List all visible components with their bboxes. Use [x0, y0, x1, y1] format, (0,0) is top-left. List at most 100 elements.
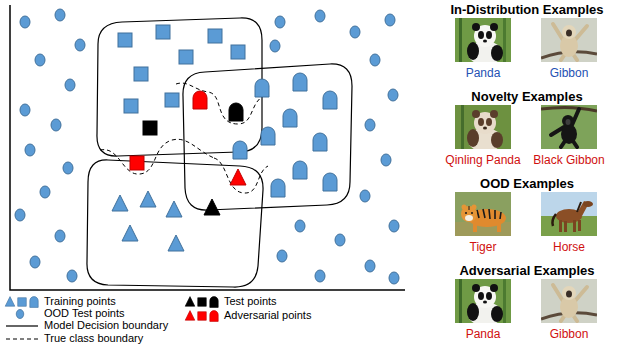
ood-point [75, 39, 85, 51]
ood-point [370, 54, 380, 66]
training-point [179, 50, 193, 64]
ood-point [315, 270, 325, 282]
test-points [143, 103, 243, 215]
training-point [208, 29, 222, 43]
legend-sample [198, 312, 206, 320]
ood-point [15, 209, 25, 221]
ood-point [55, 9, 65, 21]
ood-point [295, 220, 305, 232]
ood-point [67, 270, 77, 282]
ood-point [277, 250, 287, 262]
training-point [122, 225, 138, 241]
ood-point [270, 40, 280, 52]
section-heading: Novelty Examples [471, 89, 582, 104]
adversarial-point [230, 169, 246, 185]
training-point [124, 99, 138, 113]
legend-sample [185, 311, 195, 321]
true-boundary [176, 83, 264, 124]
legend-sample [16, 310, 24, 319]
ood-point [20, 104, 30, 116]
true-boundary [214, 158, 268, 193]
training-point [323, 91, 337, 109]
legend-text: True class boundary [44, 332, 143, 345]
legend-text: Training points [44, 295, 116, 308]
legend-sample [185, 297, 195, 307]
training-point [168, 235, 184, 251]
legend-text: Model Decision boundary [44, 319, 168, 332]
example-images [455, 18, 597, 326]
image-caption: Tiger [470, 240, 497, 255]
training-point [166, 201, 182, 217]
test-point [143, 121, 157, 135]
image-caption: Panda [466, 327, 501, 342]
section-heading: Adversarial Examples [459, 263, 594, 278]
ood-point [360, 190, 370, 202]
training-point [323, 173, 337, 191]
test-point [229, 103, 243, 121]
decision-boundary [87, 160, 263, 287]
tiger-image [455, 192, 511, 236]
gibbon-image [541, 279, 597, 323]
ood-point [20, 16, 30, 28]
training-point [255, 79, 269, 97]
ood-point [25, 144, 35, 156]
training-point [231, 45, 245, 59]
gibbon-image [541, 18, 597, 62]
image-caption: Qinling Panda [445, 153, 520, 168]
panda-image [455, 18, 511, 65]
image-caption: Panda [466, 66, 501, 81]
decision-boundary [183, 64, 352, 210]
ood-point [365, 260, 375, 272]
legend-sample [198, 298, 206, 306]
ood-points [15, 9, 399, 284]
ood-point [63, 162, 73, 174]
adversarial-points [130, 91, 246, 185]
horse-image [541, 192, 597, 236]
training-point [165, 93, 179, 107]
image-caption: Gibbon [550, 327, 589, 342]
ood-point [350, 26, 360, 38]
legend-sample [5, 297, 15, 307]
legend-sample [18, 298, 26, 306]
training-point [112, 195, 128, 211]
training-points [112, 25, 337, 251]
ood-point [315, 10, 325, 22]
legend-text: OOD Test points [44, 307, 125, 320]
training-point [134, 67, 148, 81]
test-point [204, 199, 220, 215]
legend-sample [210, 297, 218, 308]
section-heading: In-Distribution Examples [450, 2, 603, 17]
ood-point [335, 234, 345, 246]
section-heading: OOD Examples [480, 176, 574, 191]
adversarial-point [193, 91, 207, 109]
black-gibbon-image [541, 105, 597, 149]
training-point [118, 33, 132, 47]
decision-boundaries [87, 18, 352, 287]
image-caption: Black Gibbon [533, 153, 604, 168]
legend-text: Test points [224, 295, 277, 308]
axes [10, 5, 405, 290]
ood-point [30, 256, 40, 268]
ood-point [35, 54, 45, 66]
ood-point [385, 14, 395, 26]
training-point [261, 127, 275, 145]
image-caption: Horse [553, 240, 585, 255]
ood-point [40, 186, 50, 198]
training-point [283, 109, 297, 127]
panda-image [455, 279, 511, 326]
image-caption: Gibbon [550, 66, 589, 81]
adversarial-point [130, 156, 144, 170]
training-point [293, 161, 307, 179]
ood-point [365, 119, 375, 131]
training-point [313, 133, 327, 151]
ood-point [51, 119, 61, 131]
ood-point [275, 16, 285, 28]
true-boundary [100, 139, 214, 174]
ood-point [65, 79, 75, 91]
legend-sample [30, 297, 38, 308]
ood-point [381, 154, 391, 166]
decision-boundary [97, 18, 262, 156]
legend-sample [6, 339, 38, 340]
qinling-panda-image [455, 105, 511, 152]
